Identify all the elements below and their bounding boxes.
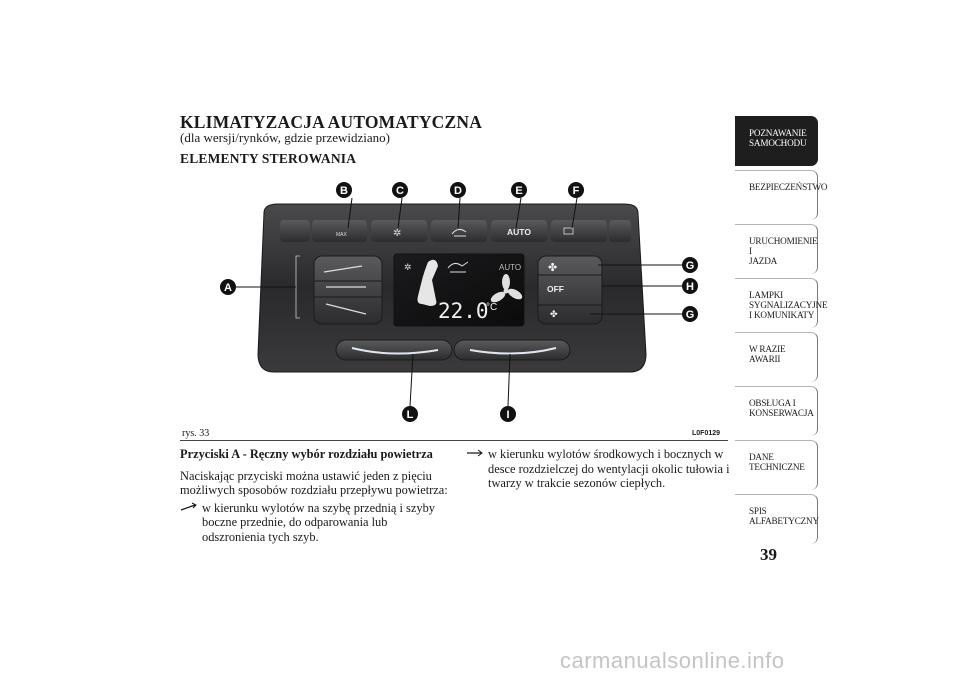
callout-i: I	[506, 409, 509, 421]
callout-g-top: G	[686, 260, 695, 272]
callout-e: E	[515, 185, 522, 197]
svg-text:✤: ✤	[548, 262, 557, 274]
tab-awaria[interactable]: W RAZIE AWARII	[735, 332, 818, 382]
tab-spis[interactable]: SPIS ALFABETYCZNY	[735, 494, 819, 544]
display-temperature: 22.0	[438, 299, 489, 323]
tab-obsluga[interactable]: OBSŁUGA I KONSERWACJA	[735, 386, 818, 436]
tab-lampki[interactable]: LAMPKI SYGNALIZACYJNE I KOMUNIKATY	[735, 278, 828, 328]
top-button-row: MAX ✲ AUTO	[280, 220, 631, 242]
windshield-airflow-icon	[180, 502, 197, 511]
text-column-right: w kierunku wylotów środkowych i bocznych…	[466, 447, 730, 491]
display-unit: °C	[486, 302, 497, 313]
page-number: 39	[760, 545, 777, 564]
bullet-face-vents: w kierunku wylotów środkowych i bocznych…	[466, 447, 730, 491]
auto-button-label: AUTO	[507, 227, 531, 237]
tab-bezpieczenstwo[interactable]: BEZPIECZEŃSTWO	[735, 170, 828, 220]
bullet-face-vents-text: w kierunku wylotów środkowych i bocznych…	[488, 447, 730, 490]
callout-a: A	[224, 282, 232, 294]
chapter-sidebar: POZNAWANIE SAMOCHODU BEZPIECZEŃSTWO URUC…	[735, 116, 828, 548]
caption-divider	[180, 440, 728, 441]
callout-markers: A B C D E F G H G L I	[220, 182, 698, 422]
svg-text:✤: ✤	[550, 309, 558, 319]
page-subtitle: (dla wersji/rynków, gdzie przewidziano)	[180, 130, 390, 145]
fan-speed-buttons: ✤ OFF ✤	[537, 255, 603, 325]
tab-poznawanie[interactable]: POZNAWANIE SAMOCHODU	[735, 116, 818, 166]
figure-code: L0F0129	[692, 430, 721, 437]
callout-l: L	[407, 409, 414, 421]
figure-caption: rys. 33	[182, 428, 210, 439]
watermark: carmanualsonline.info	[560, 648, 785, 673]
tab-dane[interactable]: DANE TECHNICZNE	[735, 440, 818, 490]
max-label: MAX	[336, 232, 348, 238]
display-screen: ✲ AUTO 22.0 °C	[393, 253, 525, 327]
face-airflow-icon	[467, 449, 483, 457]
callout-g-bottom: G	[686, 309, 695, 321]
callout-b: B	[340, 185, 348, 197]
svg-text:✲: ✲	[393, 228, 401, 239]
paragraph-heading: Przyciski A - Ręczny wybór rozdziału pow…	[180, 447, 433, 461]
bullet-windshield: w kierunku wylotów na szybę przednią i s…	[180, 501, 452, 545]
fan-icon	[490, 274, 523, 303]
page-title: KLIMATYZACJA AUTOMATYCZNA	[180, 112, 483, 132]
climate-control-figure: MAX ✲ AUTO ✲ AUTO 22.0 °C ✤	[220, 182, 698, 422]
text-column-left: Przyciski A - Ręczny wybór rozdziału pow…	[180, 447, 452, 544]
tab-uruchomienie[interactable]: URUCHOMIENIE I JAZDA	[735, 224, 818, 274]
air-distribution-buttons	[295, 255, 383, 325]
callout-d: D	[454, 185, 462, 197]
display-mode: AUTO	[499, 263, 521, 272]
off-button-label: OFF	[547, 284, 564, 294]
svg-text:✲: ✲	[404, 262, 412, 272]
callout-c: C	[396, 185, 404, 197]
intro-paragraph: Naciskając przyciski można ustawić jeden…	[180, 468, 448, 498]
callout-f: F	[573, 185, 580, 197]
callout-h: H	[686, 281, 694, 293]
section-heading: ELEMENTY STEROWANIA	[180, 151, 357, 166]
temperature-rockers	[335, 339, 571, 361]
bullet-windshield-text: w kierunku wylotów na szybę przednią i s…	[202, 500, 435, 544]
